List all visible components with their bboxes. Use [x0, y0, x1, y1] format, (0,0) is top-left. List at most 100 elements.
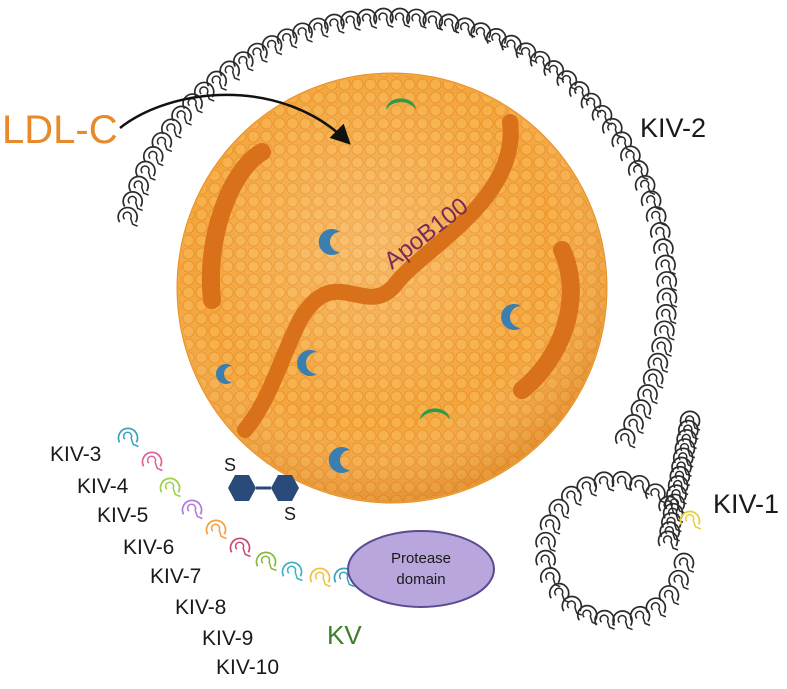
kiv2-kringle [323, 13, 345, 34]
protease-label-line1: Protease [391, 550, 451, 567]
receptor-green-icon [386, 98, 416, 110]
apob-strand-main [237, 114, 519, 438]
kiv2-kringle [623, 414, 644, 435]
kiv-kringle [117, 427, 139, 448]
kiv-10-label: KIV-10 [216, 656, 280, 679]
kiv2-kringle [568, 81, 590, 102]
kiv2-kringle [500, 34, 522, 55]
kiv2-kringle [128, 175, 149, 196]
kiv1-kringle [679, 510, 702, 530]
kiv2-kringle [171, 105, 192, 126]
kiv2-kringle [645, 597, 667, 618]
kiv2-kringle [340, 10, 361, 31]
kiv2-kringle [122, 191, 144, 212]
kiv-kringle [229, 537, 251, 558]
kiv2-kringle [261, 35, 283, 56]
ldl-arrow [119, 93, 351, 145]
kiv2-kringle [539, 567, 561, 588]
kiv2-kringle [356, 8, 378, 29]
kiv2-kringle [640, 190, 662, 211]
kiv2-kringle [642, 368, 664, 389]
kiv2-kringle [627, 160, 649, 181]
kiv2-kringle [673, 552, 695, 573]
kiv2-kringle [601, 117, 623, 139]
disulfide-hexagon-left [228, 475, 256, 501]
kiv2-kringle [594, 609, 615, 630]
kiv-kringle [255, 551, 277, 572]
kiv2-kringle [543, 60, 565, 81]
kiv2-kringle [307, 17, 329, 38]
kiv2-kringle [629, 605, 651, 627]
kiv2-kringle [515, 42, 537, 63]
kiv2-kringle [422, 10, 444, 31]
sulfur-label-1: S [224, 455, 236, 475]
receptor-blue-icon [318, 229, 340, 256]
ldl-c-label: LDL-C [2, 108, 118, 152]
kiv2-kringle [651, 336, 672, 357]
kiv2-kringle [576, 604, 598, 625]
kiv2-kringle [614, 428, 636, 449]
receptor-blue-icon [216, 364, 232, 384]
kiv2-kringle [591, 104, 613, 126]
receptor-blue-icon [328, 447, 350, 473]
kiv2-kringle [117, 206, 138, 227]
kiv2-kringle [668, 569, 689, 591]
kiv2-kringle [630, 399, 652, 420]
kiv2-kringle [276, 28, 298, 49]
kiv2-kringle [206, 70, 227, 91]
kiv-kringle [141, 451, 163, 472]
kiv2-kringle [654, 320, 675, 341]
kiv2-kringle [576, 476, 598, 497]
kiv2-kringle [612, 610, 633, 631]
kiv2-kringle [389, 7, 411, 28]
kiv2-kringle [535, 549, 556, 570]
disulfide-bond [228, 475, 299, 501]
apob-strand-right [513, 241, 580, 399]
kiv2-kringle [135, 160, 156, 181]
disulfide-hexagon-right [271, 475, 299, 501]
kiv2-kringle [580, 92, 602, 113]
receptor-markers [216, 98, 521, 473]
kiv2-kringle [247, 42, 268, 63]
kiv2-kringle [593, 471, 615, 492]
kiv2-kringle [438, 13, 460, 34]
kiv2-kringle [232, 51, 254, 72]
kiv-9-label: KIV-9 [202, 627, 254, 650]
kiv-6-label: KIV-6 [123, 536, 175, 559]
kiv2-kringle [658, 495, 679, 516]
apob-strand-left [201, 143, 271, 309]
kiv2-kringle [485, 28, 507, 49]
kiv2-kringle [657, 530, 679, 551]
kiv2-kringle [634, 175, 656, 196]
kiv2-kringle [658, 585, 680, 606]
kiv-8-label: KIV-8 [175, 596, 227, 619]
kiv2-kringle [645, 483, 666, 504]
kiv2-kringle [193, 81, 215, 102]
kringle-chain [117, 7, 702, 631]
kiv-7-label: KIV-7 [150, 565, 202, 588]
kiv-1-label: KIV-1 [713, 489, 780, 519]
kiv2-kringle [219, 60, 241, 81]
kiv-3-label: KIV-3 [50, 443, 102, 466]
kiv-5-label: KIV-5 [97, 504, 149, 527]
kv-label: KV [327, 620, 362, 650]
kiv2-kringle [656, 271, 678, 292]
kiv2-kringle [406, 8, 427, 29]
kiv2-kringle [292, 22, 313, 43]
kiv2-kringle [454, 17, 476, 38]
kiv-kringle [205, 519, 227, 540]
kiv2-kringle [151, 131, 173, 153]
kiv2-kringle [649, 222, 671, 243]
protease-label-line2: domain [396, 571, 445, 588]
sulfur-label-2: S [284, 504, 296, 524]
kiv2-kringle [535, 531, 556, 552]
receptor-blue-icon [297, 350, 317, 376]
kiv2-kringle [539, 514, 561, 535]
kiv2-kringle [611, 131, 633, 152]
kiv-4-label: KIV-4 [77, 475, 129, 498]
kiv2-kringle [655, 304, 677, 325]
kiv2-kringle [645, 206, 667, 227]
kiv2-kringle [655, 254, 676, 275]
